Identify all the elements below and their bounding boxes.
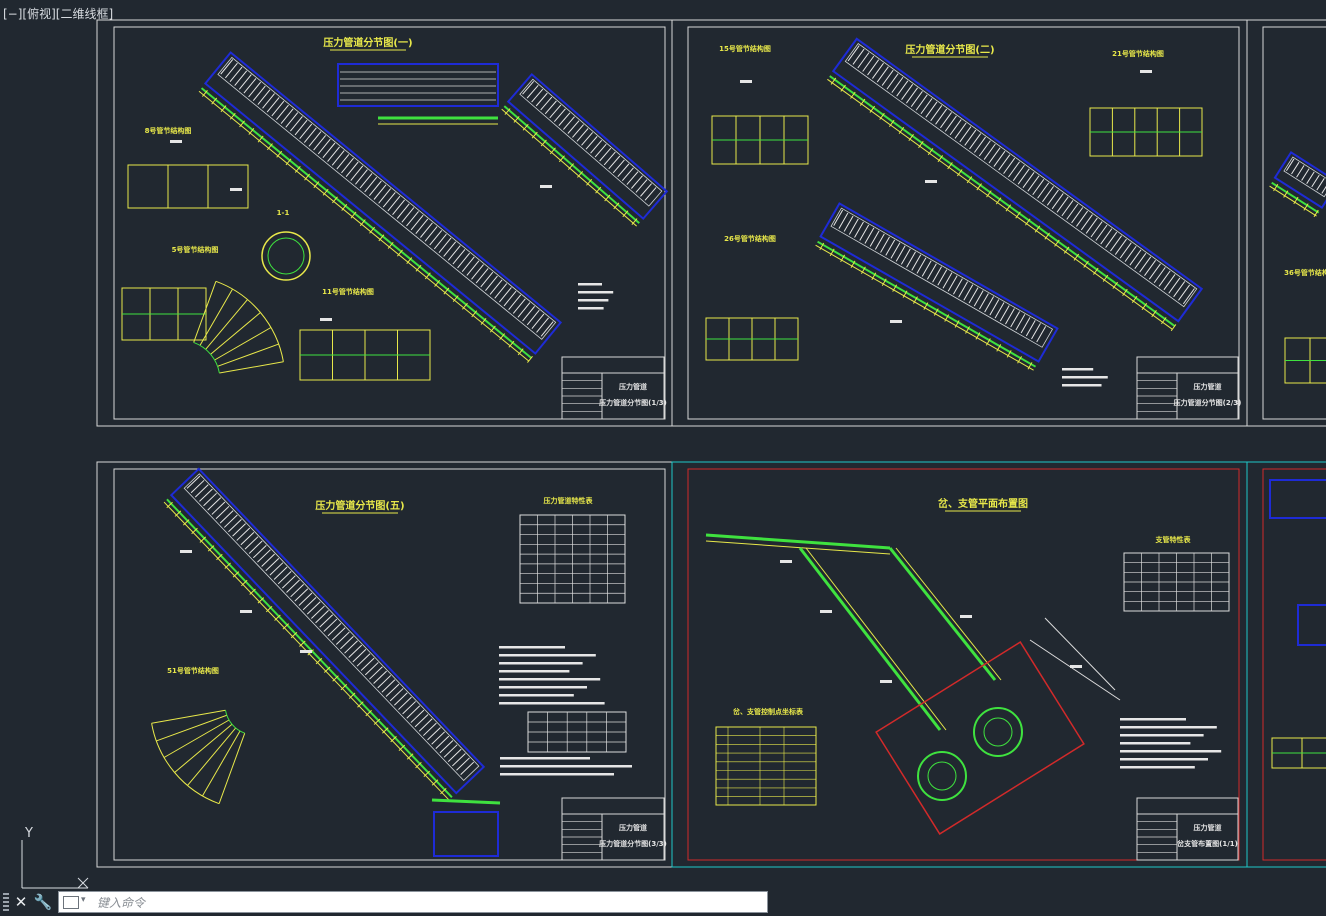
close-icon[interactable]: ✕ bbox=[14, 893, 28, 911]
detail-label-3-1: 岔、支管控制点坐标表 bbox=[732, 707, 804, 716]
tag-15 bbox=[1070, 665, 1082, 668]
command-line-bar: ✕ 🔧 ▾ bbox=[0, 889, 770, 915]
unit-circle-1-inner bbox=[927, 761, 957, 791]
pipe-segment-3 bbox=[827, 37, 1204, 332]
detail-label-2-0: 51号管节结构图 bbox=[167, 666, 219, 675]
title-block-name-1: 压力管道 bbox=[1194, 382, 1222, 391]
tag-0 bbox=[170, 140, 182, 143]
section-circle-inner bbox=[267, 237, 305, 275]
command-input-wrapper[interactable]: ▾ bbox=[58, 891, 768, 913]
dimension-line-2 bbox=[1044, 617, 1116, 691]
viewport-controls[interactable]: [−][俯视][二维线框] bbox=[3, 7, 114, 21]
detail-label-side: 36号管节结构图 bbox=[1284, 268, 1326, 277]
sheet-title-3: 岔、支管平面布置图 bbox=[937, 497, 1028, 510]
pipe-segment-4 bbox=[815, 202, 1059, 371]
branch-pipe-b bbox=[888, 547, 997, 681]
notes-4 bbox=[500, 757, 632, 776]
notes-2 bbox=[1062, 368, 1108, 387]
chevron-down-icon[interactable]: ▾ bbox=[81, 895, 86, 905]
ucs-icon: Y bbox=[21, 826, 89, 889]
title-block-drawing-1: 压力管道分节图(2/3) bbox=[1174, 398, 1242, 407]
title-block-name-2: 压力管道 bbox=[619, 823, 647, 832]
tag-1 bbox=[230, 188, 242, 191]
tag-14 bbox=[960, 615, 972, 618]
tag-3 bbox=[320, 318, 332, 321]
title-block-drawing-3: 岔支管布置图(1/1) bbox=[1176, 839, 1238, 848]
branch-main-pipe bbox=[705, 533, 891, 550]
sheet-2 bbox=[671, 19, 1248, 427]
title-block-drawing-2: 压力管道分节图(3/3) bbox=[599, 839, 667, 848]
sheet-1 bbox=[96, 19, 673, 427]
detail-label-2-1: 压力管道特性表 bbox=[544, 496, 594, 505]
notes-1 bbox=[578, 283, 614, 310]
tag-5 bbox=[1140, 70, 1152, 73]
sheet-5-highlight bbox=[671, 461, 1248, 868]
pipe-segment-2 bbox=[501, 72, 669, 227]
pipe-segment-1 bbox=[198, 51, 563, 363]
inner-border-red-2 bbox=[1262, 468, 1326, 861]
detail-label-3-0: 支管特性表 bbox=[1155, 535, 1192, 544]
pipe-segment-5 bbox=[163, 467, 486, 801]
command-input[interactable] bbox=[95, 893, 759, 913]
dimension-line-1 bbox=[1029, 639, 1121, 701]
table-blue-3 bbox=[1269, 479, 1326, 519]
coordinate-table bbox=[715, 726, 817, 806]
tag-6 bbox=[925, 180, 937, 183]
powerhouse-outline bbox=[875, 641, 1085, 835]
section-circle bbox=[261, 231, 311, 281]
tag-4 bbox=[740, 80, 752, 83]
elbow-fan-5 bbox=[193, 280, 284, 374]
sheet-5 bbox=[671, 461, 1248, 868]
sheet-6-partial bbox=[1246, 461, 1326, 868]
tag-2 bbox=[540, 185, 552, 188]
sheet-title-0: 压力管道分节图(一) bbox=[323, 36, 412, 49]
title-block-name-3: 压力管道 bbox=[1194, 823, 1222, 832]
wrench-icon[interactable]: 🔧 bbox=[33, 893, 53, 911]
pipe-horizontal-2 bbox=[431, 798, 501, 805]
detail-label-0-2: 5号管节结构图 bbox=[172, 245, 219, 254]
detail-label-1-1: 21号管节结构图 bbox=[1112, 49, 1164, 58]
title-block-name-0: 压力管道 bbox=[619, 382, 647, 391]
tag-11 bbox=[780, 560, 792, 563]
inner-border-2 bbox=[1262, 26, 1326, 420]
inner-border-3 bbox=[113, 468, 666, 861]
table-blue-1 bbox=[337, 63, 499, 107]
tag-9 bbox=[240, 610, 252, 613]
ucs-y-label: Y bbox=[24, 826, 33, 841]
elbow-fan-51 bbox=[151, 709, 246, 805]
detail-label-0-0: 8号管节结构图 bbox=[145, 126, 192, 135]
inner-border-1 bbox=[687, 26, 1240, 420]
title-block-drawing-0: 压力管道分节图(1/3) bbox=[599, 398, 667, 407]
pipe-segment-6 bbox=[1269, 150, 1326, 218]
unit-circle-1 bbox=[917, 751, 967, 801]
table-blue-2 bbox=[433, 811, 499, 857]
tag-12 bbox=[820, 610, 832, 613]
detail-label-0-1: 1-1 bbox=[277, 209, 290, 217]
tag-10 bbox=[300, 650, 312, 653]
detail-label-1-0: 15号管节结构图 bbox=[719, 44, 771, 53]
unit-circle-2-inner bbox=[983, 717, 1013, 747]
tag-13 bbox=[880, 680, 892, 683]
sheet-6-highlight bbox=[1246, 461, 1326, 868]
detail-label-1-2: 26号管节结构图 bbox=[724, 234, 776, 243]
sheet-title-1: 压力管道分节图(二) bbox=[905, 43, 994, 56]
tag-7 bbox=[890, 320, 902, 323]
sheet-title-2: 压力管道分节图(五) bbox=[315, 499, 404, 512]
tag-8 bbox=[180, 550, 192, 553]
inner-border-0 bbox=[113, 26, 666, 420]
table-blue-4 bbox=[1297, 604, 1326, 646]
command-history-icon[interactable] bbox=[63, 896, 79, 909]
grip-handle[interactable] bbox=[3, 893, 9, 911]
sheet-3-partial bbox=[1246, 19, 1326, 427]
notes-5 bbox=[1120, 718, 1222, 769]
detail-label-0-3: 11号管节结构图 bbox=[322, 287, 374, 296]
branch-pipe-a bbox=[798, 547, 942, 731]
detail-8 bbox=[127, 164, 249, 209]
inner-border-red-1 bbox=[687, 468, 1240, 861]
notes-3 bbox=[499, 646, 605, 705]
unit-circle-2 bbox=[973, 707, 1023, 757]
